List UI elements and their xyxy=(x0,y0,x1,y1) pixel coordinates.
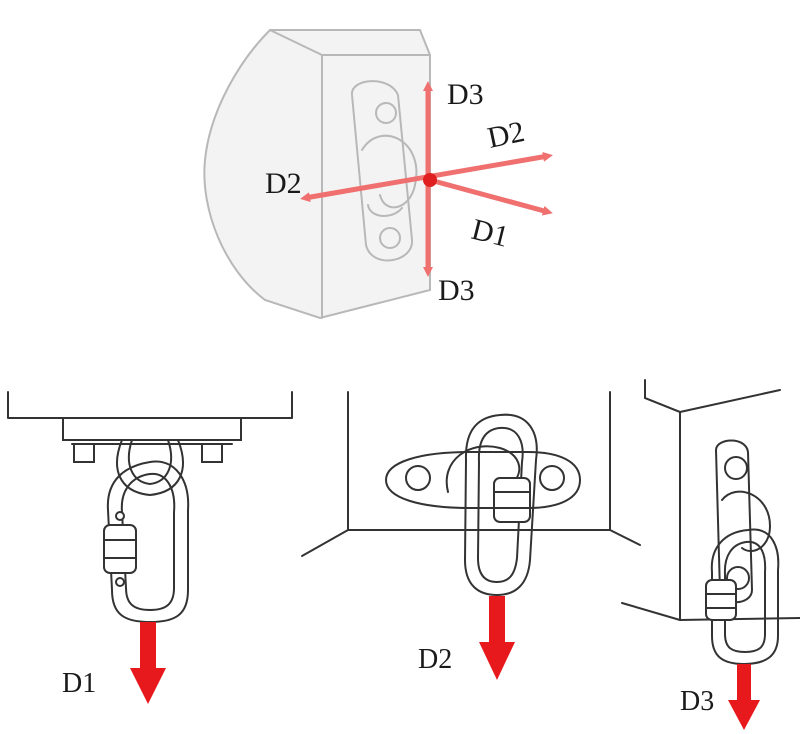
label-d1: D1 xyxy=(468,213,512,254)
direction-axes xyxy=(300,81,553,277)
d1-screw-lock xyxy=(103,524,137,574)
ceiling-outline xyxy=(7,391,293,419)
d2-bolt-right xyxy=(539,465,565,491)
d2-hook xyxy=(445,445,521,493)
d2-load-arrow xyxy=(479,596,515,680)
label-d3-up: D3 xyxy=(447,78,484,111)
load-case-d3: D3 xyxy=(621,379,800,730)
d3-load-arrow xyxy=(728,664,760,730)
d2-mounting-plate xyxy=(385,451,581,509)
d3-hook xyxy=(721,490,771,553)
load-case-d2: D2 xyxy=(301,391,641,680)
label-d3-down: D3 xyxy=(438,274,475,307)
d1-bolt-right xyxy=(201,443,223,463)
d2-screw-lock xyxy=(493,477,531,523)
d1-bolt-left xyxy=(73,443,95,463)
d1-hanger-loop xyxy=(116,439,184,496)
d2-carabiner xyxy=(464,413,538,596)
ceiling-plate xyxy=(62,417,242,441)
iso-bolt-top xyxy=(375,102,397,124)
axis-d1 xyxy=(429,177,553,216)
label-d2-left: D2 xyxy=(265,167,302,200)
axis-origin xyxy=(423,173,437,187)
d3-bolt-top xyxy=(724,456,748,480)
load-case-d1: D1 xyxy=(7,391,293,704)
d3-label: D3 xyxy=(680,686,714,717)
label-d2-right: D2 xyxy=(485,115,528,155)
d2-label: D2 xyxy=(418,644,452,675)
d1-label: D1 xyxy=(62,668,96,699)
d2-bolt-left xyxy=(405,465,431,491)
isometric-anchor-view: D3 D3 D2 D2 D1 xyxy=(203,29,553,320)
d3-screw-lock xyxy=(705,579,737,621)
iso-bolt-bottom xyxy=(379,227,401,249)
d1-load-arrow xyxy=(130,622,166,704)
